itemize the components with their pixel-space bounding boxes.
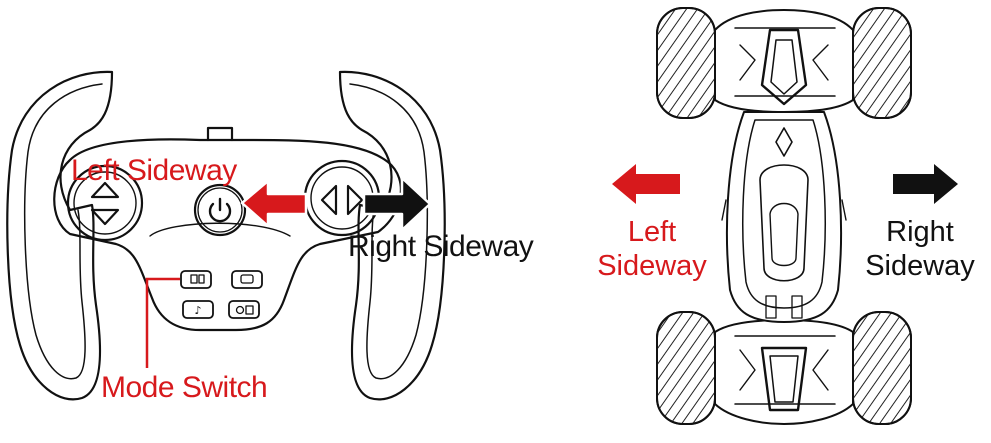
rear-right-wheel	[853, 312, 911, 424]
mode-switch-button	[181, 271, 211, 288]
left-sideway-arrow	[242, 181, 306, 226]
car-left-label-line1: Left	[572, 218, 732, 247]
left-arrow-icon	[322, 186, 336, 214]
car-chassis	[722, 112, 846, 322]
car-left-arrow	[612, 164, 680, 204]
car-left-label-line2: Sideway	[572, 252, 732, 281]
power-button	[195, 185, 245, 235]
demo-button	[232, 271, 262, 288]
mode-switch-label: Mode Switch	[101, 373, 267, 403]
controller-left-sideway-label: Left Sideway	[71, 156, 237, 186]
car-right-label-line2: Sideway	[845, 252, 991, 281]
function-buttons: ♪	[181, 271, 262, 318]
rear-left-wheel	[657, 312, 715, 424]
front-housing	[715, 10, 853, 112]
stunt-car	[657, 8, 911, 424]
controller-right-sideway-label: Right Sideway	[348, 232, 533, 262]
front-left-wheel	[657, 8, 715, 118]
down-arrow-icon	[92, 210, 118, 224]
car-right-arrow	[893, 164, 958, 204]
rear-housing	[715, 320, 853, 424]
right-sideway-arrow	[364, 178, 430, 230]
car-right-label-line1: Right	[845, 218, 991, 247]
svg-text:♪: ♪	[194, 304, 201, 317]
mode-switch-leader-line	[147, 279, 180, 368]
antenna-nub	[208, 128, 232, 140]
front-right-wheel	[853, 8, 911, 118]
left-grip	[7, 72, 112, 399]
